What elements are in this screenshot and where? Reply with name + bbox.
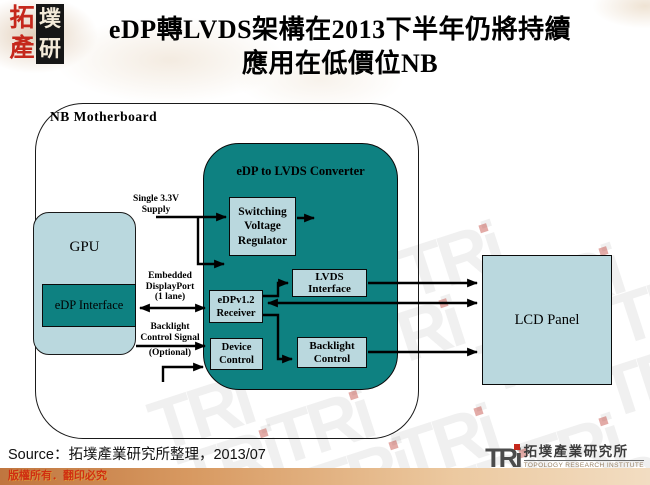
copyright-bar: 版權所有．翻印必究 [0, 468, 650, 485]
supply-annotation: Single 3.3V Supply [126, 194, 186, 215]
tri-footer-logo: TRi 拓墣產業研究所 TOPOLOGY RESEARCH INSTITUTE [485, 444, 644, 472]
tri-logo-mark: TRi [485, 444, 523, 472]
title-line-1: eDP轉LVDS架構在2013下半年仍將持續 [108, 15, 572, 44]
regulator-line: Regulator [237, 234, 288, 247]
gpu-box: GPU [33, 212, 136, 355]
copyright-text: 版權所有．翻印必究 [8, 470, 107, 482]
lvds-interface-box: LVDS Interface [292, 269, 367, 297]
topology-logo: 拓 墣 產 研 [8, 4, 64, 64]
tri-logo-red-dot [513, 444, 520, 450]
logo-char: 產 [9, 35, 35, 62]
logo-char: 拓 [9, 5, 35, 32]
edp-link-annotation: Embedded DisplayPort (1 lane) [139, 271, 201, 303]
backlight-signal-line: Control Signal [140, 332, 200, 343]
receiver-line: eDPv1.2 [217, 294, 255, 306]
converter-label: eDP to LVDS Converter [236, 164, 365, 178]
edp-interface-box: eDP Interface [42, 284, 136, 327]
tri-chinese-name: 拓墣產業研究所 [523, 444, 644, 461]
backlight-control-line: Control [313, 352, 351, 365]
supply-line: Single 3.3V [133, 194, 179, 204]
gpu-label: GPU [69, 239, 100, 255]
device-control-line: Control [219, 355, 254, 366]
source-note: Source：拓墣產業研究所整理，2013/07 [8, 447, 266, 463]
title-line-2: 應用在低價位NB [241, 49, 439, 78]
edp-link-line: Embedded [148, 271, 192, 281]
edp-link-line: DisplayPort [145, 281, 195, 292]
logo-char: 墣 [36, 4, 64, 34]
lvds-interface-line: Interface [308, 283, 351, 295]
device-control-box: Device Control [210, 338, 263, 370]
tri-english-name: TOPOLOGY RESEARCH INSTITUTE [523, 462, 644, 469]
lcd-panel-label: LCD Panel [514, 311, 580, 328]
regulator-line: Switching [238, 205, 287, 218]
optional-annotation: (Optional) [148, 348, 192, 358]
edp-interface-label: eDP Interface [54, 298, 124, 312]
nb-motherboard-label: NB Motherboard [50, 109, 158, 124]
lvds-interface-line: LVDS [315, 270, 344, 283]
edp-link-line: (1 lane) [154, 292, 186, 302]
logo-char: 研 [36, 34, 64, 64]
page-title: eDP轉LVDS架構在2013下半年仍將持續 應用在低價位NB [85, 13, 595, 81]
device-control-line: Device [221, 342, 252, 353]
supply-line: Supply [141, 204, 171, 215]
switching-voltage-regulator-box: Switching Voltage Regulator [229, 197, 296, 256]
backlight-signal-annotation: Backlight Control Signal [131, 322, 209, 343]
regulator-line: Voltage [244, 220, 281, 233]
edp-receiver-box: eDPv1.2 Receiver [209, 290, 263, 323]
backlight-control-box: Backlight Control [297, 337, 367, 368]
receiver-line: Receiver [216, 307, 256, 319]
backlight-signal-line: Backlight [150, 322, 190, 332]
backlight-control-line: Backlight [309, 339, 355, 352]
lcd-panel-box: LCD Panel [482, 255, 612, 385]
